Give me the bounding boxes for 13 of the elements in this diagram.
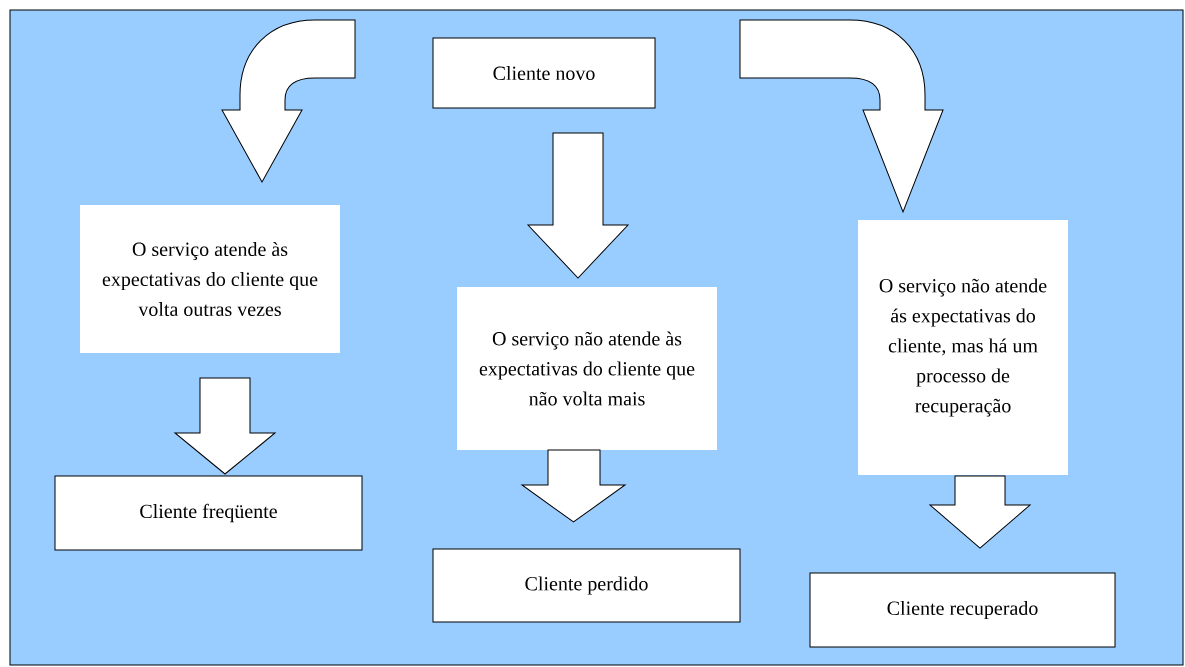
process-box: Cliente recuperado — [809, 572, 1116, 648]
process-box: Cliente perdido — [432, 548, 741, 623]
block-arrow — [174, 377, 276, 475]
text-box: O serviço não atende às expectativas do cliente que não volta mais — [457, 287, 717, 450]
block-arrow — [929, 475, 1031, 549]
block-arrow — [521, 449, 626, 523]
process-box: Cliente freqüente — [54, 475, 363, 551]
block-arrow — [221, 19, 356, 183]
text-box: O serviço atende às expectativas do cliente que volta outras vezes — [80, 205, 340, 353]
block-arrow — [739, 19, 944, 213]
text-box: O serviço não atende ás expectativas do cliente, mas há um processo de recuperação — [858, 220, 1068, 475]
process-box: Cliente novo — [432, 37, 656, 109]
block-arrow — [527, 132, 629, 279]
